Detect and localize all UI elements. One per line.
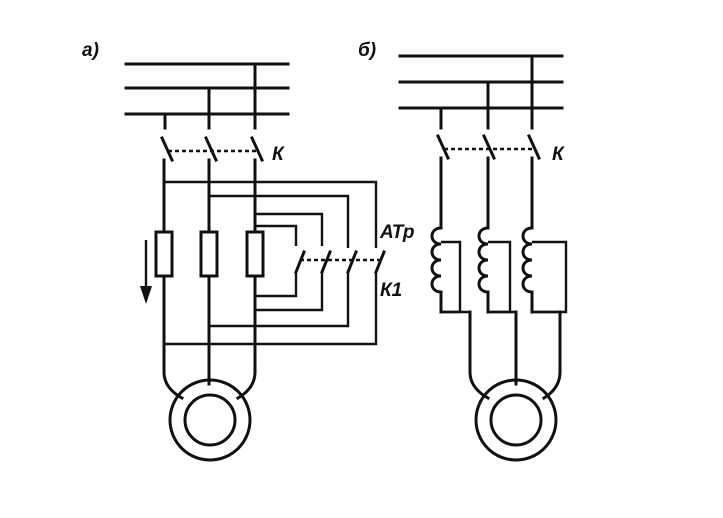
resistor-3 <box>245 230 265 278</box>
left-contactor-k <box>160 136 264 184</box>
right-output-conductors <box>439 290 562 386</box>
resistor-2 <box>199 230 219 278</box>
resistor-1 <box>154 230 174 278</box>
reactor-coil-3 <box>521 226 534 294</box>
left-panel-label: а) <box>82 40 99 61</box>
autotransformer-label: АТр <box>379 222 415 243</box>
right-starting-reactors <box>430 226 568 314</box>
second-contactor-label: К1 <box>380 280 402 301</box>
left-direction-arrow <box>140 240 152 304</box>
right-supply-bus <box>398 54 564 130</box>
right-panel: б) К <box>358 40 568 462</box>
right-motor <box>468 370 562 462</box>
reactor-coil-2 <box>477 226 490 294</box>
left-starting-resistors <box>154 230 265 278</box>
right-contactor-k <box>436 134 541 160</box>
left-panel: а) К <box>82 40 415 462</box>
left-bypass-wiring <box>164 180 386 346</box>
left-contactor-label: К <box>272 144 285 165</box>
reactor-coil-1 <box>430 226 443 294</box>
left-motor <box>162 370 257 462</box>
right-contactor-label: К <box>552 144 565 165</box>
left-supply-bus <box>124 62 290 130</box>
right-phase-conductors <box>439 156 534 230</box>
right-panel-label: б) <box>358 40 376 61</box>
